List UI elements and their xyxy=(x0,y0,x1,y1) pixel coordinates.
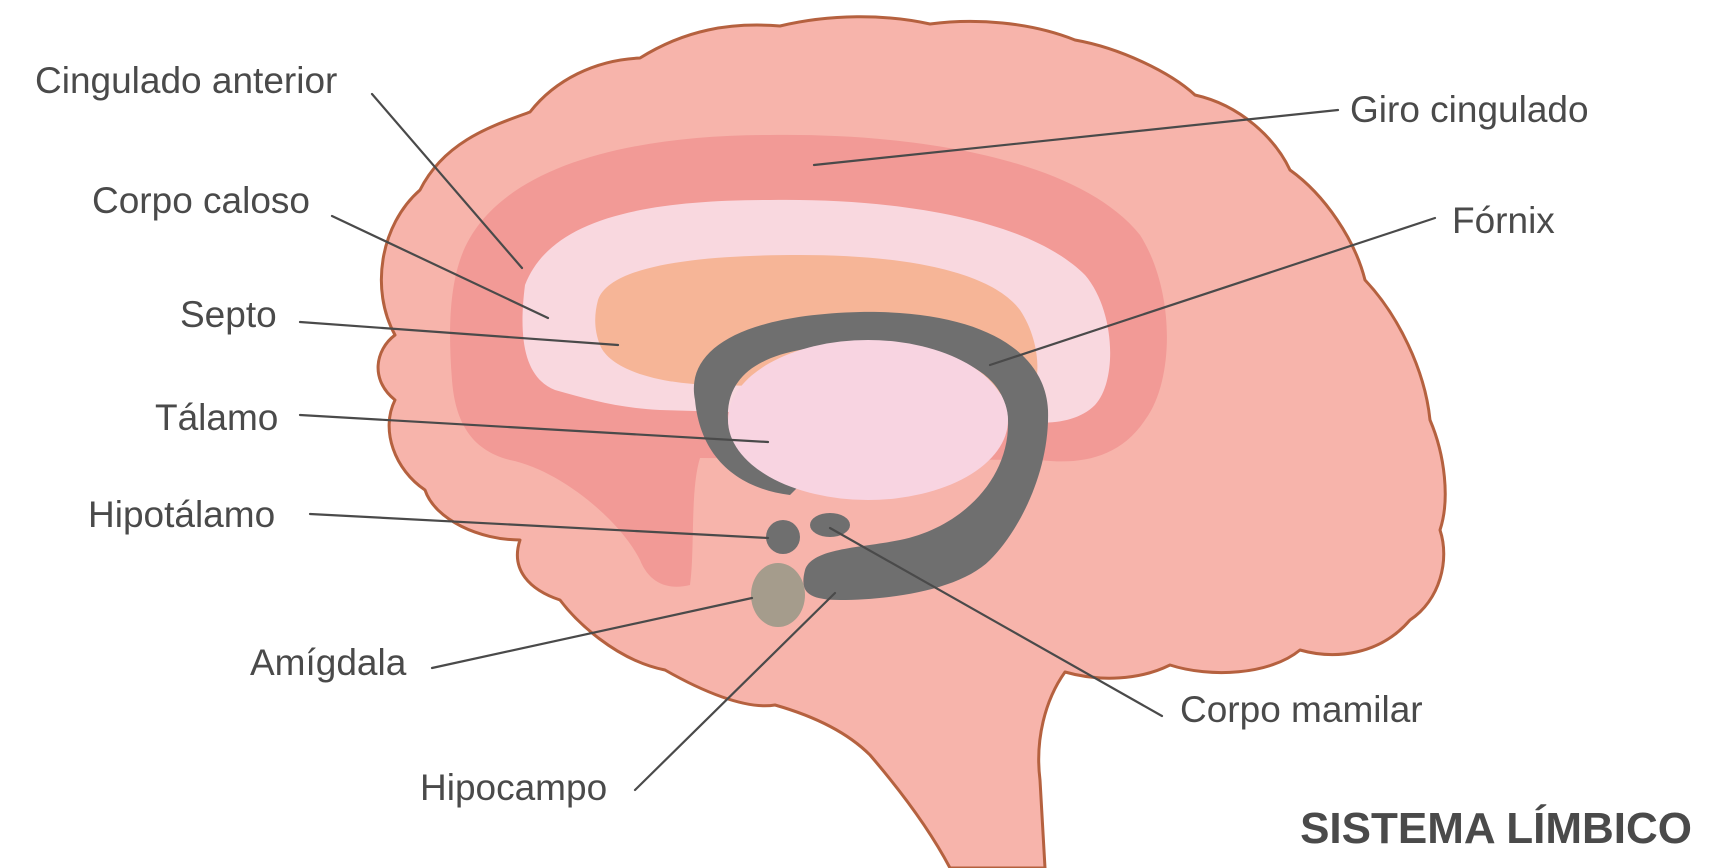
thalamus-shape xyxy=(728,340,1008,500)
label-hipotalamo: Hipotálamo xyxy=(88,494,275,535)
label-cingulado-anterior: Cingulado anterior xyxy=(35,60,337,101)
label-hipocampo: Hipocampo xyxy=(420,767,607,808)
hypothalamus-shape xyxy=(766,520,800,554)
label-fornix: Fórnix xyxy=(1452,200,1555,241)
label-giro-cingulado: Giro cingulado xyxy=(1350,89,1589,130)
label-septo: Septo xyxy=(180,294,277,335)
amygdala-shape xyxy=(751,563,805,627)
label-amigdala: Amígdala xyxy=(250,642,407,683)
diagram-title: SISTEMA LÍMBICO xyxy=(1300,803,1692,853)
label-talamo: Tálamo xyxy=(155,397,278,438)
label-corpo-caloso: Corpo caloso xyxy=(92,180,310,221)
label-corpo-mamilar: Corpo mamilar xyxy=(1180,689,1423,730)
mammillary-body-shape xyxy=(810,513,850,537)
